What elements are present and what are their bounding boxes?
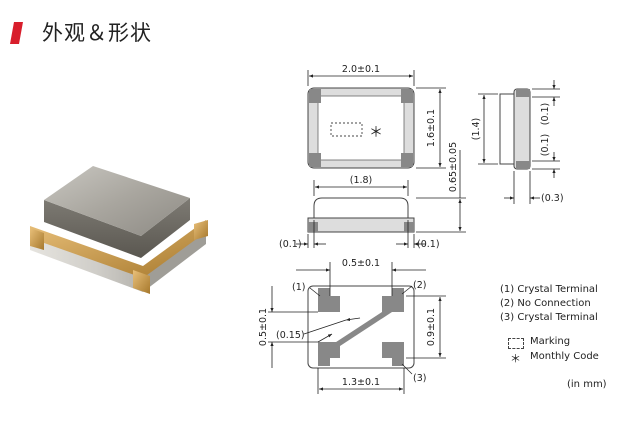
dim-front-right: (0.1) (417, 239, 440, 250)
dim-side-height: (1.4) (471, 118, 482, 141)
unit-label: (in mm) (567, 379, 607, 390)
legend-pin-1: (1) Crystal Terminal (500, 284, 598, 295)
top-view: ＊ 2.0±0.1 1.6±0.1 (307, 64, 446, 169)
asterisk-icon: ＊ (369, 125, 383, 141)
dim-pad-gap: (0.15) (276, 330, 305, 341)
dim-front-left: (0.1) (279, 239, 302, 250)
marking-box-icon (330, 122, 363, 137)
legend-monthly-code: Monthly Code (530, 351, 599, 362)
legend-marking: Marking (530, 336, 571, 347)
pin-1-label: (1) (292, 282, 305, 293)
pin-2-label: (2) (413, 280, 426, 291)
legend-pin-2: (2) No Connection (500, 298, 591, 309)
dim-side-top-gap: (0.1) (540, 103, 551, 126)
legend-asterisk-icon: ＊ (510, 352, 521, 365)
pin-3-label: (3) (413, 373, 426, 384)
title-accent-icon (10, 22, 23, 44)
front-view: (1.8) 0.65±0.05 (0.1) (0.1) (279, 142, 466, 250)
dim-pad-pitch-x: 0.5±0.1 (342, 258, 380, 269)
bottom-view: 0.5±0.1 0.5±0.1 (0.15) 0.9±0.1 1.3±0.1 (… (258, 258, 446, 394)
section-title: 外观＆形状 (42, 21, 152, 45)
legend-pin-3: (3) Crystal Terminal (500, 312, 598, 323)
dim-pad-pitch-y: 0.5±0.1 (258, 308, 269, 346)
dim-side-bottom-gap: (0.1) (540, 134, 551, 157)
dim-side-thickness: (0.3) (541, 193, 564, 204)
side-view: (1.4) (0.1) (0.1) (0.3) (471, 80, 564, 204)
dim-total-height: 0.65±0.05 (448, 142, 459, 192)
dim-front-width: (1.8) (350, 175, 373, 186)
crystal-product-photo (30, 166, 208, 294)
dim-height-right: 1.6±0.1 (426, 109, 437, 147)
marking-legend-icon (508, 338, 524, 349)
dim-pad-span-bottom: 1.3±0.1 (342, 377, 380, 388)
dim-width-top: 2.0±0.1 (342, 64, 380, 75)
dim-pad-height-right: 0.9±0.1 (426, 308, 437, 346)
